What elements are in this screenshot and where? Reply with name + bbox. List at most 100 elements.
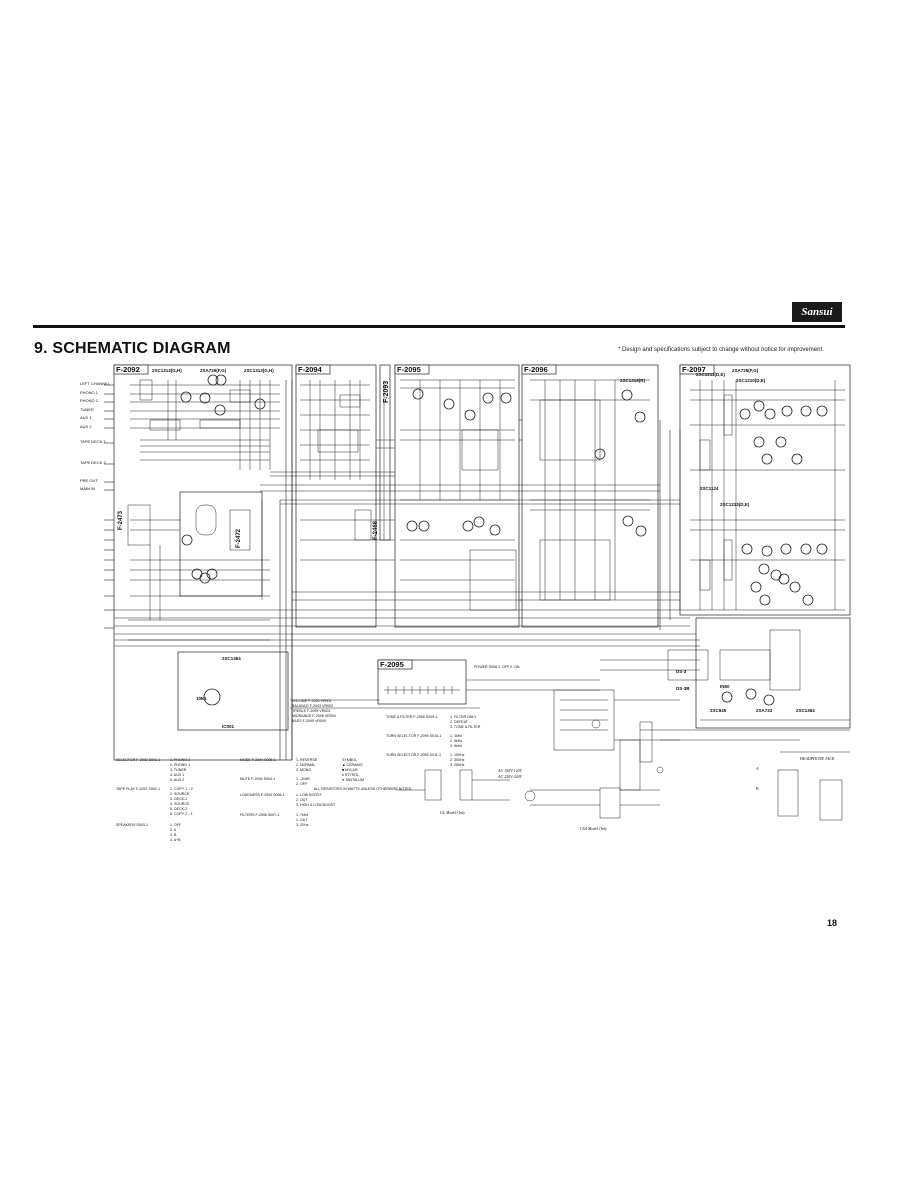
- input-label: PHONO 1: [80, 390, 99, 395]
- input-label: PRE OUT: [80, 478, 98, 483]
- legend-left: SELECTOR F-2092 S001-1 1. PHONO 2 2. PHO…: [116, 758, 193, 842]
- spec-note: * Design and specifications subject to c…: [618, 347, 824, 353]
- power-label: AC 100V-120V: [497, 768, 523, 773]
- legend-item: 3. B: [170, 833, 177, 837]
- treble-item: 1. 3kHz: [450, 734, 462, 738]
- transistor-label: 2SC1210(D,E): [736, 378, 766, 383]
- legend-item: 5. DECK-2: [170, 807, 187, 811]
- legend-symbols: SYMBOL ▲ CERAMIC ■ MYLAR ♦ STYROL ● TANT…: [314, 758, 412, 791]
- legend-item: 2. OFF: [296, 782, 308, 786]
- legend-item: 1. -20dB: [296, 777, 310, 781]
- legend-item: 2. NORMAL: [296, 763, 315, 767]
- model-note: UL Model Only: [440, 810, 465, 815]
- board-label-f2095-lower: F-2095: [380, 660, 404, 669]
- board-labels: F-2092 F-2094 F-2093 F-2095 F-2096 F-209…: [113, 364, 715, 670]
- legend-heading: SPEAKERS S003-1: [116, 823, 148, 827]
- board-label-f2095: F-2095: [397, 365, 421, 374]
- diode-label: DS-3B: [676, 686, 690, 691]
- speaker-terminal: A: [755, 766, 759, 771]
- brand-name: Sansui: [801, 306, 833, 318]
- legend-heading: FILTERS F-2096 S007-1: [240, 813, 279, 817]
- legend-mid: MODE F-2094 S005-1 1. REVERSE 2. NORMAL …: [240, 758, 336, 827]
- legend-item: 6. COPY 2→1: [170, 812, 193, 816]
- board-label-f2096: F-2096: [524, 365, 548, 374]
- vol-row: VOLUME F-2093 VR001: [292, 699, 332, 703]
- board-label-f2092: F-2092: [116, 365, 140, 374]
- transistor-label: 2SC1364: [796, 708, 815, 713]
- legend-item: 1. REVERSE: [296, 758, 318, 762]
- model-notes: UL Model Only CSA Model Only AC 100V-120…: [440, 756, 835, 831]
- legend-item: 4. A+B: [170, 838, 181, 842]
- transistor-label: 2SC1211(D,E): [696, 372, 726, 377]
- legend-item: 1. LOW BOOST: [296, 793, 323, 797]
- board-label-f2468: F-2468: [373, 520, 379, 540]
- input-label: TAPE DECK 2: [80, 460, 106, 465]
- transistor-label: 2SA725(F,G): [732, 368, 759, 373]
- diode-label: 10E1: [196, 696, 207, 701]
- transistor-label: 2SC1318(R): [620, 378, 646, 383]
- circuit-f2094: [300, 380, 395, 561]
- legend-item: 2. SOURCE: [170, 792, 190, 796]
- diode-label: IN60: [720, 684, 730, 689]
- legend-item: 4. AUX 1: [170, 773, 184, 777]
- tone-heading: TONE & FILTER F-2095 S009-1: [386, 715, 437, 719]
- speaker-terminal: B: [756, 786, 759, 791]
- board-label-f2094: F-2094: [298, 365, 323, 374]
- legend-item: ● TANTALUM: [342, 778, 364, 782]
- vol-row: MIDRANGE F-2095 VR004: [292, 714, 336, 718]
- legend-item: 3. TUNER: [170, 768, 187, 772]
- tone-item: 3. TONE & FILTER: [450, 725, 481, 729]
- page-number: 18: [827, 918, 838, 928]
- power-switch: POWER S008 1. OFF 2. ON: [474, 665, 520, 669]
- board-label-f2093: F-2093: [383, 381, 390, 403]
- bass-item: 2. 300Hz: [450, 758, 465, 762]
- transistor-label: 2SC1313(G,H): [152, 368, 182, 373]
- power-label: AC 220V-240V: [497, 774, 523, 779]
- legend-note: ALL RESISTORS IN WATTS UNLESS OTHERWISE …: [314, 787, 412, 791]
- legend-item: ▲ CERAMIC: [342, 763, 364, 767]
- input-label: AUX 1: [80, 415, 92, 420]
- board-label-f2097: F-2097: [682, 365, 706, 374]
- legend-item: 1. 7kHz: [296, 813, 308, 817]
- board-frames: [113, 364, 851, 761]
- transistor-labels: 2SC1313(G,H) 2SA726(F,G) 2SC1313(G,H) 2S…: [152, 368, 815, 713]
- legend-item: 4. SOURCE: [170, 802, 190, 806]
- treble-item: 3. 9kHz: [450, 744, 462, 748]
- legend-heading: SYMBOL: [342, 758, 357, 762]
- section-title: 9. SCHEMATIC DIAGRAM: [34, 340, 231, 357]
- legend-item: ■ MYLAR: [342, 768, 358, 772]
- model-note: CSA Model Only: [580, 826, 607, 831]
- legend-heading: MODE F-2094 S005-1: [240, 758, 276, 762]
- legend-heading: LOUDNESS F-2094 S006-1: [240, 793, 285, 797]
- diode-labels: DS-3 DS-3B IN60 10E1 IC001: [196, 669, 730, 729]
- transistor-label: 2SA726(F,G): [200, 368, 227, 373]
- legend-item: 3. 20Hz: [296, 823, 309, 827]
- input-label: MAIN IN: [80, 486, 95, 491]
- legend-item: 5. AUX 2: [170, 778, 184, 782]
- legend-heading: SELECTOR F-2092 S001-1: [116, 758, 160, 762]
- brand-logo: Sansui: [792, 302, 842, 322]
- ic-label: IC001: [222, 724, 235, 729]
- bass-item: 3. 250Hz: [450, 763, 465, 767]
- legend-item: 1. PHONO 2: [170, 758, 190, 762]
- headphone-label: HEADPHONE JACK: [799, 756, 835, 761]
- transistor-label: 2SC1313(G,H): [244, 368, 274, 373]
- legend-item: 3. MONO: [296, 768, 311, 772]
- input-label: TUNER: [80, 407, 94, 412]
- input-label: LEFT CHANNEL: [80, 381, 111, 386]
- vol-row: TREBLE F-2095 VR003: [292, 709, 330, 713]
- legend-item: 2. A: [170, 828, 177, 832]
- vol-row: BALANCE F-2093 VR002: [292, 704, 333, 708]
- transistor-symbols: [180, 374, 828, 706]
- power-block: POWER S008 1. OFF 2. ON TONE & FILTER F-…: [386, 665, 520, 767]
- legend-item: ♦ STYROL: [342, 773, 359, 777]
- diode-label: DS-3: [676, 669, 687, 674]
- treble-item: 2. 6kHz: [450, 739, 462, 743]
- legend-item: 1. COPY 1→2: [170, 787, 193, 791]
- transistor-label: 2SC1213(D,E): [720, 502, 750, 507]
- tone-item: 2. DEFEAT: [450, 720, 469, 724]
- vol-table: VOLUME F-2093 VR001 BALANCE F-2093 VR002…: [292, 699, 336, 723]
- treble-heading: TURN SELECTOR F-2095 S010-1: [386, 734, 441, 738]
- transistor-label: 2SA733: [756, 708, 773, 713]
